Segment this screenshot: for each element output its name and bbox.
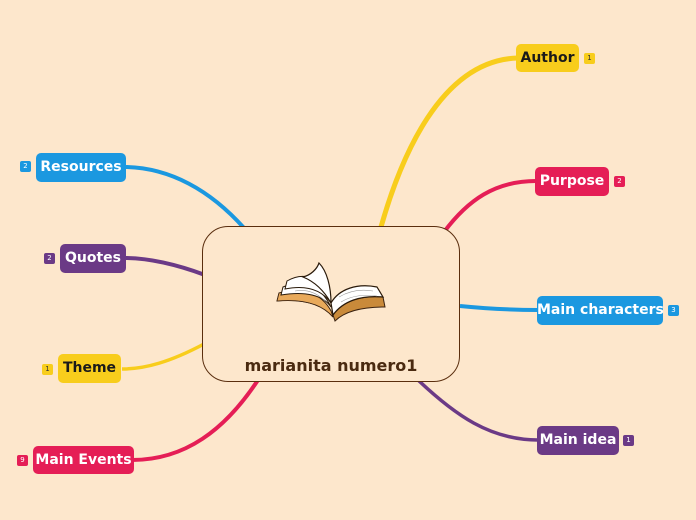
link-main-idea: [416, 378, 539, 442]
open-book-icon: [276, 261, 386, 322]
quotes-count-badge: 2: [44, 253, 55, 264]
topic-main-events[interactable]: Main Events: [33, 446, 134, 474]
link-quotes: [123, 256, 206, 277]
central-topic[interactable]: marianita numero1: [202, 226, 460, 382]
link-author: [378, 55, 519, 228]
link-main-characters: [459, 304, 539, 312]
main-idea-count-badge: 1: [623, 435, 634, 446]
topic-author[interactable]: Author: [516, 44, 579, 72]
topic-purpose[interactable]: Purpose: [535, 167, 609, 196]
purpose-count-badge: 2: [614, 176, 625, 187]
topic-quotes[interactable]: Quotes: [60, 244, 126, 273]
topic-main-idea[interactable]: Main idea: [537, 426, 619, 455]
resources-count-badge: 2: [20, 161, 31, 172]
topic-main-characters[interactable]: Main characters: [537, 296, 664, 325]
theme-count-badge: 1: [42, 364, 53, 375]
link-theme: [121, 342, 205, 371]
central-topic-title: marianita numero1: [244, 356, 418, 375]
link-main-events: [131, 378, 260, 462]
main-events-count-badge: 9: [17, 455, 28, 466]
topic-resources[interactable]: Resources: [36, 153, 126, 182]
link-resources: [125, 165, 246, 230]
link-purpose: [442, 179, 537, 234]
main-characters-count-badge: 3: [668, 305, 679, 316]
topic-theme[interactable]: Theme: [58, 354, 121, 383]
author-count-badge: 1: [584, 53, 595, 64]
